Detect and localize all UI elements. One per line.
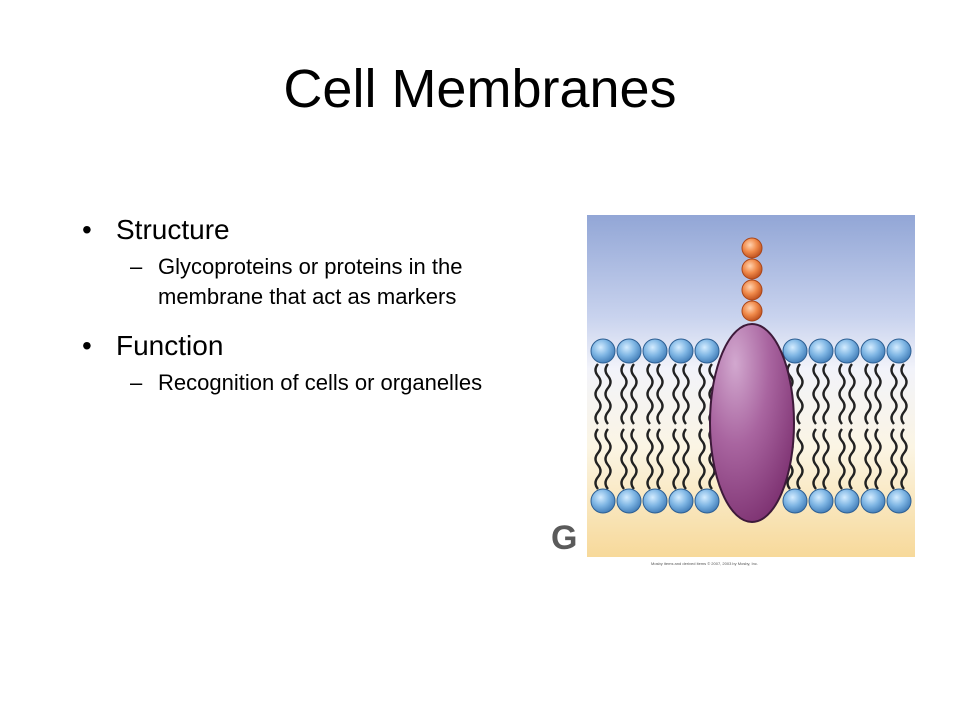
phospholipid-heads-inner — [590, 488, 912, 514]
bullet-marker: • — [82, 214, 92, 245]
sub-bullet-text: Recognition of cells or organelles — [158, 370, 483, 395]
sub-bullet-function: – Recognition of cells or organelles — [82, 368, 522, 398]
slide-title: Cell Membranes — [283, 59, 677, 119]
sub-bullet-text: Glycoproteins or proteins in the membran… — [158, 254, 463, 309]
carbohydrate-chain — [741, 237, 763, 322]
bullet-text: Structure — [116, 214, 230, 245]
bullet-marker: • — [82, 330, 92, 361]
phospholipid-heads-outer — [590, 338, 912, 364]
figure-credit: Mosby items and derived items © 2007, 20… — [651, 561, 758, 566]
membrane-diagram — [587, 215, 915, 557]
bullet-text: Function — [116, 330, 224, 361]
bullet-list: • Structure – Glycoproteins or proteins … — [82, 212, 522, 398]
figure-letter: G — [551, 519, 578, 557]
sub-bullet-marker: – — [130, 254, 143, 279]
glycoprotein — [709, 323, 795, 523]
lipid-tails-outer — [594, 363, 908, 425]
lipid-tails-inner — [594, 428, 908, 490]
sub-bullet-structure: – Glycoproteins or proteins in the membr… — [82, 252, 522, 312]
bullet-structure: • Structure — [82, 212, 522, 248]
sub-bullet-marker: – — [130, 370, 143, 395]
bullet-function: • Function — [82, 328, 522, 364]
